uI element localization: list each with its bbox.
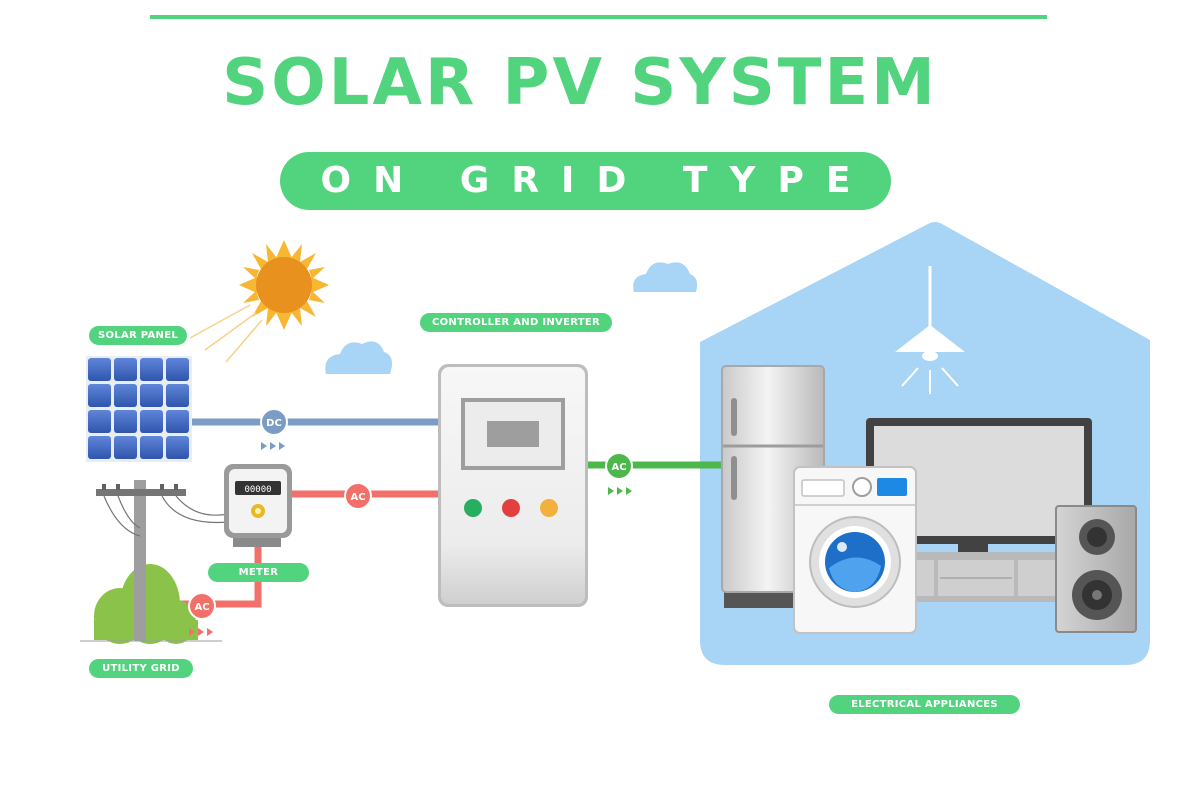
cloud-icon <box>633 262 698 292</box>
label-meter: METER <box>208 563 309 582</box>
utility-pole-icon <box>80 480 229 644</box>
speaker-icon <box>1055 505 1137 633</box>
label-electrical-appliances: ELECTRICAL APPLIANCES <box>829 695 1020 714</box>
label-controller-inverter: CONTROLLER AND INVERTER <box>420 313 612 332</box>
ceiling-lamp-icon <box>895 266 965 394</box>
subtitle-pill: ON GRID TYPE <box>280 152 891 210</box>
status-light-amber <box>540 499 558 517</box>
label-utility-grid: UTILITY GRID <box>89 659 193 678</box>
status-light-green <box>464 499 482 517</box>
ac-output-badge: AC <box>605 452 633 480</box>
dc-badge: DC <box>260 408 288 436</box>
status-light-red <box>502 499 520 517</box>
solar-panel-icon <box>86 356 192 462</box>
inverter-cabinet <box>438 364 588 607</box>
subtitle: ON GRID TYPE <box>320 160 873 201</box>
dc-flow-arrows <box>261 442 285 450</box>
meter-icon: 00000 <box>224 464 292 547</box>
ac-meter-badge: AC <box>344 482 372 510</box>
svg-text:AC: AC <box>194 602 209 613</box>
cloud-icon <box>325 341 392 374</box>
sun-icon <box>189 240 329 363</box>
svg-text:DC: DC <box>266 418 282 429</box>
washing-machine-icon <box>793 466 917 634</box>
top-divider <box>150 15 1047 19</box>
ac-output-flow-arrows <box>608 487 632 495</box>
ac-grid-badge: AC <box>188 592 216 620</box>
svg-text:AC: AC <box>350 492 365 503</box>
meter-reading: 00000 <box>244 485 271 495</box>
ac-grid-flow-arrows <box>189 628 213 636</box>
page-title: SOLAR PV SYSTEM <box>222 46 938 120</box>
label-solar-panel: SOLAR PANEL <box>89 326 187 345</box>
svg-text:AC: AC <box>611 462 626 473</box>
